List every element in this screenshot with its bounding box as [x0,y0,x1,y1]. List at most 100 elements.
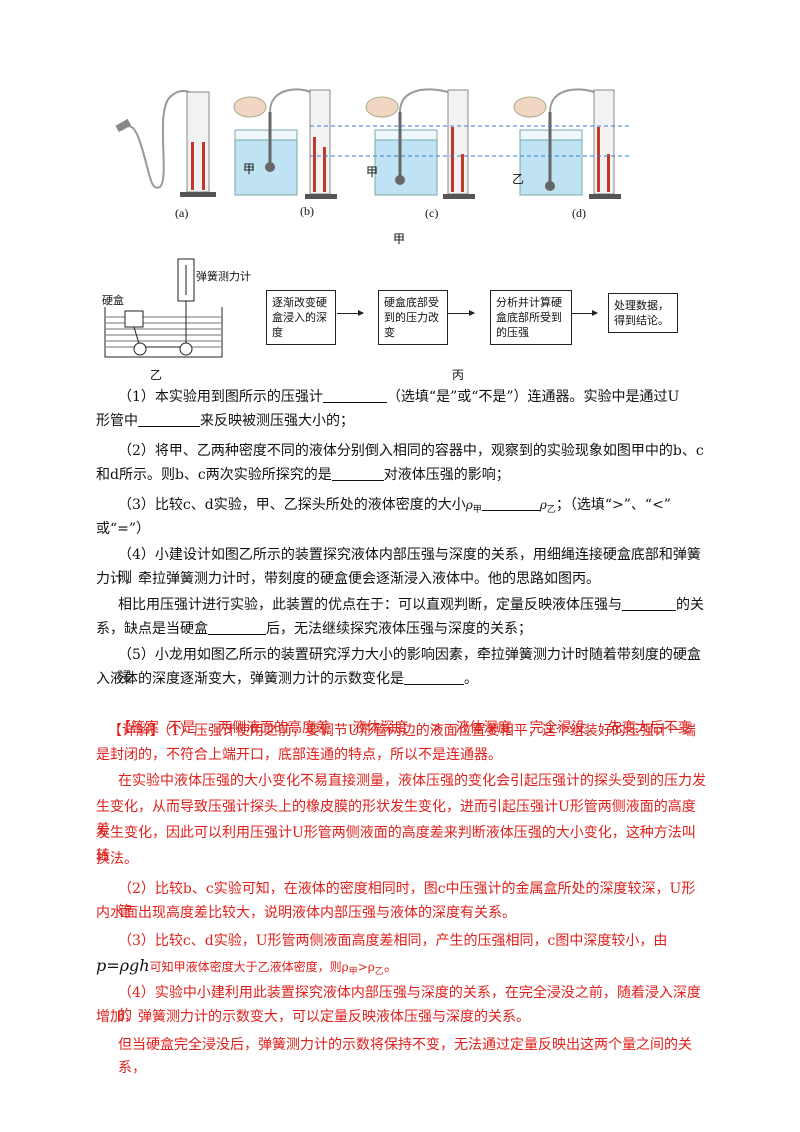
question-1: （1）本实验用到图所示的压强计 （选填“是”或“不是”）连通器。实验中是通过U [118,386,708,409]
explain-2: 在实验中液体压强的大小变化不易直接测量，液体压强的变化会引起压强计的探头受到的压… [118,770,708,793]
question-4-merit-cont: 系，缺点是当硬盒 后，无法继续探究液体压强与深度的关系； [96,618,706,641]
flow-step-4: 处理数据，得到结论。 [608,293,678,333]
explain-p4b: 可知甲液体密度大于乙液体密度，则ρ [149,960,349,974]
explain-4b: p=ρgh可知甲液体密度大于乙液体密度，则ρ甲>ρ乙。 [96,954,706,984]
explain-p4-sub2: 乙 [374,967,384,977]
flow-step-1: 逐渐改变硬盒浸入的深度 [266,290,336,345]
q2-blank[interactable] [331,466,384,481]
figure-yi [104,258,223,358]
meter-label: 弹簧测力计 [196,271,251,283]
q3-text-b: ；（选填“>”、“<” [555,497,671,513]
question-4-cont: 力计，牵拉弹簧测力计时，带刻度的硬盒便会逐渐浸入液体中。他的思路如图丙。 [96,568,706,591]
explain-p4-sub1: 甲 [348,967,358,977]
q4-blank-1[interactable] [622,596,676,611]
explain-p5a: （4）实验中小建利用此装置探究液体内部压强与深度的关系，在完全浸没之前，随着浸入… [118,985,701,1024]
q4-text-b: 力计，牵拉弹簧测力计时，带刻度的硬盒便会逐渐浸入液体中。他的思路如图丙。 [96,571,600,587]
explain-3b: 内水面出现高度差比较大，说明液体内部压强与液体的深度有关系。 [96,902,706,925]
answer-text: 【答案 不是 两侧液面的高度差 液体深度 > 液体深度 完全浸没 先变大后不变 [116,720,692,736]
explain-p2a: 在实验中液体压强的大小变化不易直接测量，液体压强的变化会引起压强计的探头受到的压… [118,773,706,789]
question-2-cont: 和d所示。则b、c两次实验所探究的是 对液体压强的影响； [96,464,706,487]
explain-p4d: 。 [383,959,398,975]
explain-1-cont: 是封闭的，不符合上端开口，底部连通的特点，所以不是连通器。 [96,744,706,767]
explain-1: 【详解】（1）压强计使用之前，要调节U形管两边的液面位置要相平，这个组装好的压强… [108,720,708,743]
sub-label-c: (c) [425,206,439,220]
explain-5: （4）实验中小建利用此装置探究液体内部压强与深度的关系，在完全浸没之前，随着浸入… [118,982,708,1028]
liquid-label-b: 甲 [243,162,256,176]
flow-arrow-2 [448,310,475,316]
question-4: （4）小建设计如图乙所示的装置探究液体内部压强与深度的关系，用细绳连接硬盒底部和… [118,544,708,590]
explain-tag: 【详解】 [108,723,164,739]
q5-blank[interactable] [404,670,464,685]
question-1-cont: 形管中 来反映被测压强大小的； [96,410,706,433]
question-5-cont: 入液体的深度逐渐变大，弹簧测力计的示数变化是 。 [96,668,706,691]
question-3-cont: 或“=”） [96,518,706,541]
q1-blank-2[interactable] [138,412,200,427]
explain-2b: 生变化，从而导致压强计探头上的橡皮膜的形状发生变化，进而引起压强计U形管两侧液面… [96,796,706,842]
q4-text-c: 相比用压强计进行实验，此装置的优点在于：可以直观判断，定量反映液体压强与 [118,597,622,613]
explain-3: （2）比较b、c实验可知，在液体的密度相同时，图c中压强计的金属盒所处的深度较深… [118,878,708,924]
figure-jia [115,88,630,199]
q2-text-a: （2）将甲、乙两种密度不同的液体分别倒入相同的容器中，观察到的实验现象如图甲中的… [118,443,704,459]
explain-p2d: 换法。 [96,851,138,867]
question-5: （5）小龙用如图乙所示的装置研究浮力大小的影响因素，牵拉弹簧测力计时随着带刻度的… [118,644,708,690]
q3-rho-1: ρ [465,498,473,512]
q5-text-a: （5）小龙用如图乙所示的装置研究浮力大小的影响因素，牵拉弹簧测力计时随着带刻度的… [118,647,701,686]
question-4-merit: 相比用压强计进行实验，此装置的优点在于：可以直观判断，定量反映液体压强与 的关 [118,594,708,617]
q2-text-c: 对液体压强的影响； [383,467,510,483]
box-label: 硬盒 [102,295,124,307]
q5-text-b: 入液体的深度逐渐变大，弹簧测力计的示数变化是 [96,671,404,687]
q3-text-c: 或“=”） [96,521,151,537]
figure-bing-caption: 丙 [452,368,465,382]
q3-sub-1: 甲 [472,505,482,515]
q4-blank-2[interactable] [208,620,266,635]
figure-jia-caption: 甲 [393,232,406,246]
liquid-label-c: 甲 [366,165,379,179]
flow-arrow-1 [337,310,364,316]
explain-p2c: 发生变化，因此可以利用压强计U形管两侧液面的高度差来判断液体压强的大小变化，这种… [96,825,696,864]
q1-blank-1[interactable] [322,388,387,403]
sub-label-a: (a) [175,206,189,220]
explain-p3a: （2）比较b、c实验可知，在液体的密度相同时，图c中压强计的金属盒所处的深度较深… [118,881,696,920]
flow-arrow-3 [571,310,598,316]
manometer-b [233,88,337,199]
q3-blank[interactable] [481,496,540,511]
sub-label-d: (d) [572,206,586,220]
q1-text-a: （1）本实验用到图所示的压强计 [118,389,323,405]
explain-p1b: 是封闭的，不符合上端开口，底部连通的特点，所以不是连通器。 [96,747,502,763]
explain-2d: 换法。 [96,848,706,871]
explain-p6a: 但当硬盒完全浸没后，弹簧测力计的示数将保持不变，无法通过定量反映出这两个量之间的… [118,1037,692,1076]
explain-p1a: （1）压强计使用之前，要调节U形管两边的液面位置要相平，这个组装好的压强计一端 [164,723,696,739]
q2-text-b: 和d所示。则b、c两次实验所探究的是 [96,467,332,483]
manometer-a [115,90,216,197]
answer-line: 【答案 不是 两侧液面的高度差 液体深度 > 液体深度 完全浸没 先变大后不变 [108,694,718,740]
q4-text-f: 后，无法继续探究液体压强与深度的关系； [266,621,532,637]
explain-4: （3）比较c、d实验，U形管两侧液面高度差相同，产生的压强相同，c图中深度较小，… [118,930,708,953]
q1-text-c: 形管中 [96,413,138,429]
sub-label-b: (b) [300,204,314,218]
q3-rho-2: ρ [539,498,547,512]
explain-formula: p=ρgh [96,956,150,975]
explain-p5b: 增加，弹簧测力计的示数变大，可以定量反映液体压强与深度的关系。 [96,1009,530,1025]
q5-text-c: 。 [464,671,478,687]
q4-text-a: （4）小建设计如图乙所示的装置探究液体内部压强与深度的关系，用细绳连接硬盒底部和… [118,547,701,586]
q1-text-b: （选填“是”或“不是”）连通器。实验中是通过U [386,389,680,405]
explain-p3b: 内水面出现高度差比较大，说明液体内部压强与液体的深度有关系。 [96,905,516,921]
liquid-label-d: 乙 [512,172,525,186]
explain-2c: 发生变化，因此可以利用压强计U形管两侧液面的高度差来判断液体压强的大小变化，这种… [96,822,706,868]
q3-text-a: （3）比较c、d实验，甲、乙探头所处的液体密度的大小 [118,497,466,513]
question-2: （2）将甲、乙两种密度不同的液体分别倒入相同的容器中，观察到的实验现象如图甲中的… [118,440,708,463]
explain-p2b: 生变化，从而导致压强计探头上的橡皮膜的形状发生变化，进而引起压强计U形管两侧液面… [96,799,696,838]
explain-p4a: （3）比较c、d实验，U形管两侧液面高度差相同，产生的压强相同，c图中深度较小，… [118,933,668,949]
q4-text-e: 系，缺点是当硬盒 [96,621,208,637]
explain-5b: 增加，弹簧测力计的示数变大，可以定量反映液体压强与深度的关系。 [96,1006,706,1029]
manometer-d [513,88,621,199]
explain-p4c: >ρ [357,960,375,974]
explain-6: 但当硬盒完全浸没后，弹簧测力计的示数将保持不变，无法通过定量反映出这两个量之间的… [118,1034,708,1080]
q1-text-d: 来反映被测压强大小的； [200,413,354,429]
flow-step-2: 硬盒底部受到的压力改变 [378,290,448,345]
q4-text-d: 的关 [676,597,704,613]
q3-sub-2: 乙 [546,505,556,515]
flow-step-3: 分析并计算硬盒底部所受到的压强 [490,290,572,345]
figure-yi-caption: 乙 [150,368,163,382]
